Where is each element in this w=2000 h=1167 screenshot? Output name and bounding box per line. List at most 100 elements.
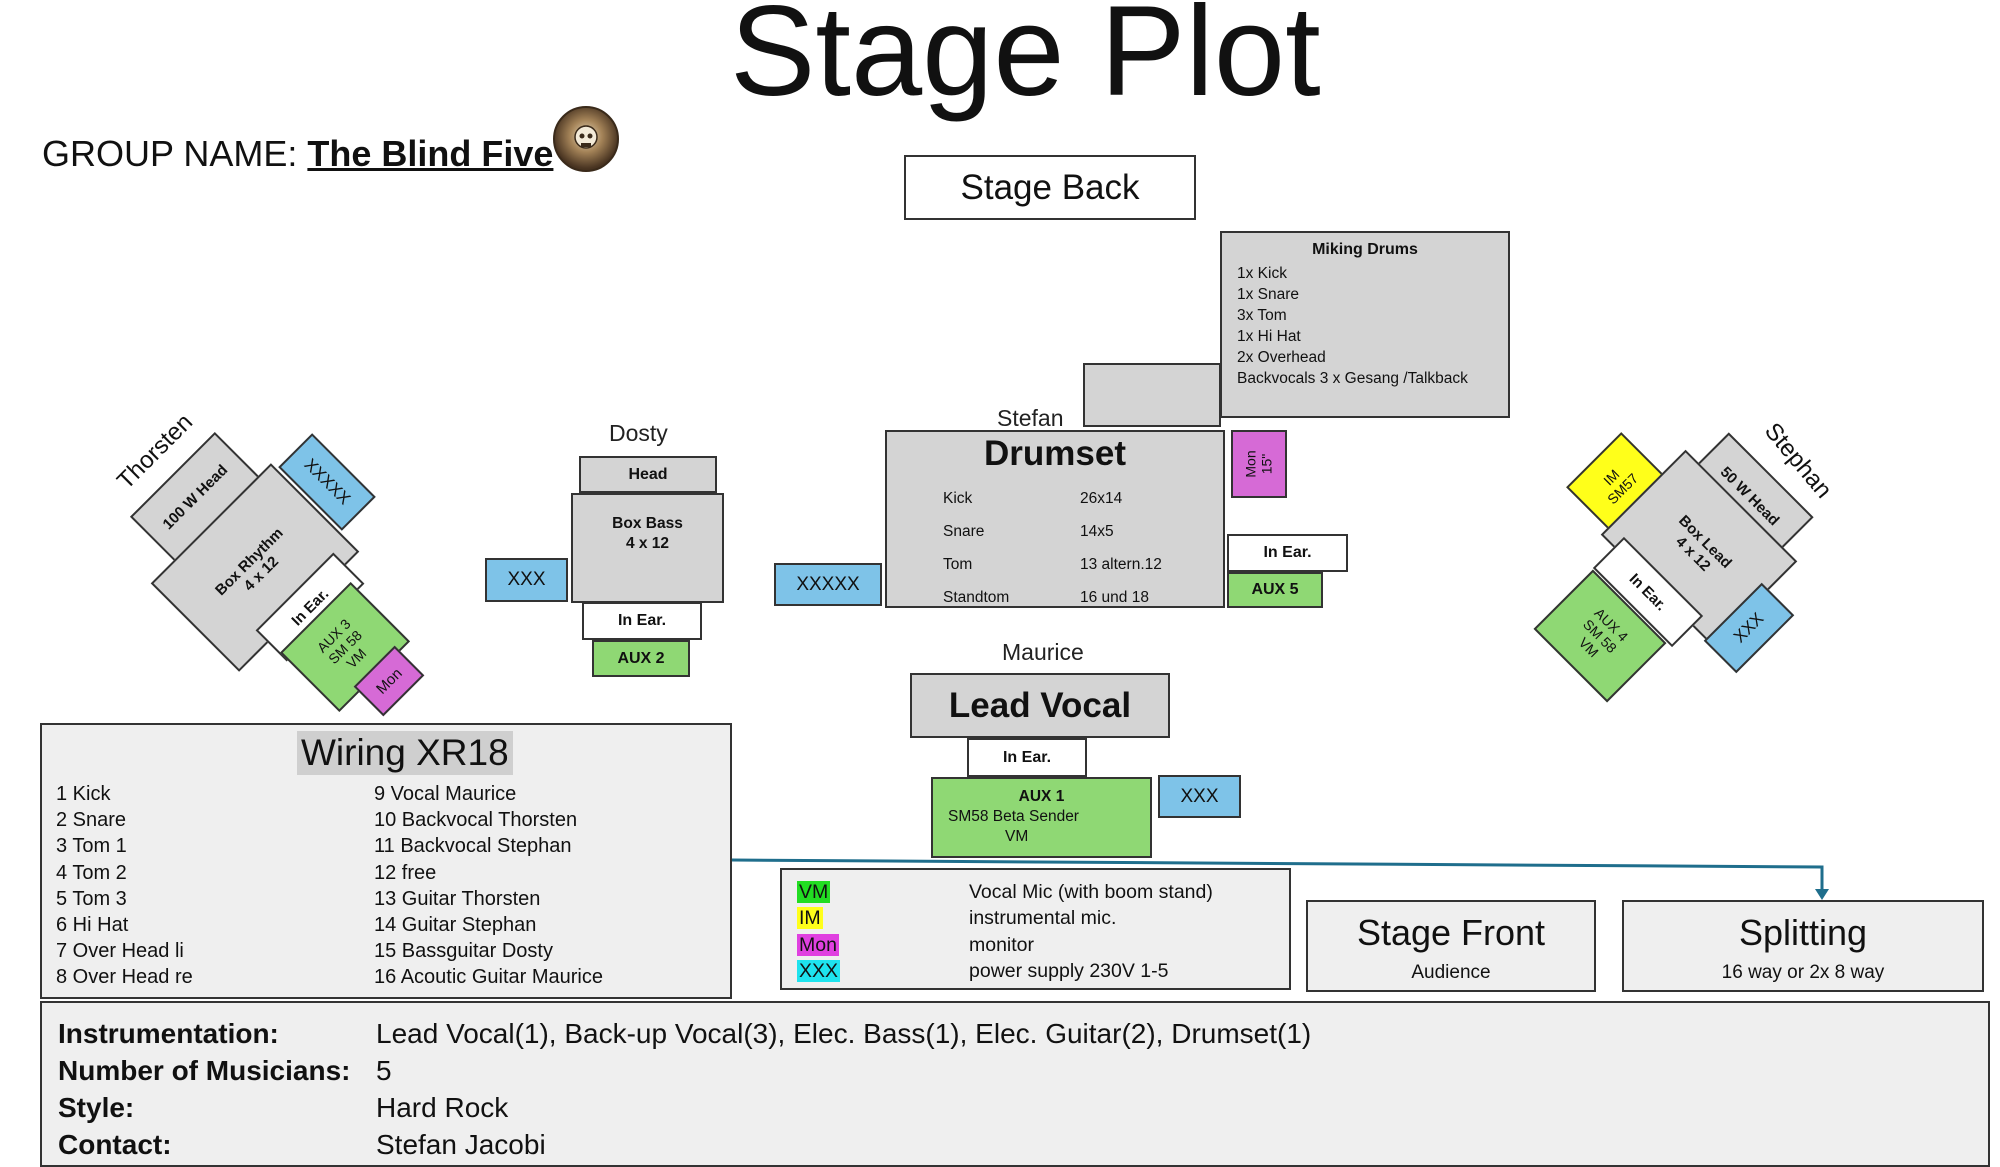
info-rows: Instrumentation: Lead Vocal(1), Back-up V… <box>42 1015 1988 1163</box>
info-label: Contact: <box>58 1129 172 1160</box>
drumset-row-name: Snare <box>943 523 985 540</box>
splitting-sub: 16 way or 2x 8 way <box>1721 962 1885 983</box>
band-logo <box>553 106 619 172</box>
drumset-row: Tom 13 altern.12 <box>943 548 1223 581</box>
miking-drums-item: 3x Tom <box>1237 307 1287 324</box>
drumset-row: Snare 14x5 <box>943 515 1223 548</box>
drumset-row-size: 14x5 <box>1080 523 1114 540</box>
info-value: Lead Vocal(1), Back-up Vocal(3), Elec. B… <box>376 1018 1312 1049</box>
musician-stefan: Stefan <box>997 405 1064 431</box>
drumset-row-name: Tom <box>943 556 973 573</box>
miking-drums-title: Miking Drums <box>1312 241 1418 258</box>
info-row: Style: Hard Rock <box>42 1089 1988 1126</box>
miking-drums-item: Backvocals 3 x Gesang /Talkback <box>1237 370 1468 387</box>
wiring-channel: 5 Tom 3 <box>56 887 127 910</box>
maurice-aux1-vm: VM <box>1005 828 1029 845</box>
drumset-row-size: 16 und 18 <box>1080 589 1149 606</box>
drums-aux5: AUX 5 <box>1227 572 1323 608</box>
stage-back-label: Stage Back <box>960 167 1140 207</box>
dosty-box-bass: Box Bass 4 x 12 <box>571 493 724 603</box>
dosty-aux2: AUX 2 <box>592 640 690 677</box>
legend-swatch: Mon <box>797 933 839 956</box>
info-value: 5 <box>376 1055 392 1086</box>
wiring-channel: 13 Guitar Thorsten <box>374 887 541 910</box>
miking-drums-item: 2x Overhead <box>1237 349 1326 366</box>
wiring-channel: 12 free <box>374 861 437 884</box>
wiring-channel: 2 Snare <box>56 809 127 832</box>
wiring-channel: 14 Guitar Stephan <box>374 914 537 937</box>
info-row: Instrumentation: Lead Vocal(1), Back-up V… <box>42 1015 1988 1052</box>
maurice-aux1: AUX 1 SM58 Beta Sender VM <box>931 777 1152 858</box>
miking-drums-item: 1x Kick <box>1237 265 1287 282</box>
dosty-inear: In Ear. <box>582 602 702 640</box>
legend-desc: power supply 230V 1-5 <box>969 960 1169 983</box>
page-title: Stage Plot <box>730 0 1321 123</box>
info-label: Style: <box>58 1092 135 1123</box>
info-panel: Instrumentation: Lead Vocal(1), Back-up V… <box>40 1001 1990 1167</box>
stage-front-sub: Audience <box>1411 962 1491 983</box>
legend-swatch: VM <box>797 880 831 903</box>
legend-desc: monitor <box>969 933 1035 956</box>
drums-mon: Mon 15" <box>1231 430 1287 498</box>
miking-drums-list: 1x Kick 1x Snare 3x Tom 1x Hi Hat 2x Overhea… <box>1237 263 1508 389</box>
drums-inear: In Ear. <box>1227 534 1348 572</box>
drumset-row-size: 13 altern.12 <box>1080 556 1162 573</box>
drums-power: XXXXX <box>774 563 882 606</box>
legend-row: VM Vocal Mic (with boom stand) <box>782 879 1289 906</box>
drumset-row-size: 26x14 <box>1080 490 1123 507</box>
group-name-label: GROUP NAME: <box>42 133 298 174</box>
drumset-row-name: Kick <box>943 490 973 507</box>
legend-row: Mon monitor <box>782 932 1289 959</box>
wiring-title: Wiring XR18 <box>297 731 513 775</box>
info-value: Stefan Jacobi <box>376 1129 546 1160</box>
maurice-inear: In Ear. <box>967 738 1087 777</box>
miking-drums-box: Miking Drums 1x Kick 1x Snare 3x Tom 1x Hi … <box>1220 231 1510 418</box>
wiring-channel: 6 Hi Hat <box>56 914 129 937</box>
info-row: Number of Musicians: 5 <box>42 1052 1988 1089</box>
miking-drums-item: 1x Snare <box>1237 286 1300 303</box>
legend-key: VM <box>797 880 969 904</box>
wiring-channel: 8 Over Head re <box>56 966 193 989</box>
wiring-channel: 9 Vocal Maurice <box>374 783 517 805</box>
stage-front-title: Stage Front <box>1356 912 1546 953</box>
legend-key: XXX <box>797 960 969 983</box>
maurice-aux1-title: AUX 1 <box>1018 788 1065 805</box>
legend-key: IM <box>797 907 969 930</box>
legend-swatch: IM <box>797 907 823 930</box>
wiring-channel: 16 Acoutic Guitar Maurice <box>374 966 603 989</box>
drumset-row: Kick 26x14 <box>943 482 1223 515</box>
wiring-channel: 15 Bassguitar Dosty <box>374 940 553 963</box>
splitting-box: Splitting 16 way or 2x 8 way <box>1622 900 1984 992</box>
info-label: Instrumentation: <box>58 1018 279 1049</box>
legend-desc: Vocal Mic (with boom stand) <box>969 880 1213 903</box>
stage-back-box: Stage Back <box>904 155 1196 220</box>
wiring-channel: 4 Tom 2 <box>56 861 127 884</box>
group-name-value: The Blind Five <box>307 133 554 174</box>
info-value: Hard Rock <box>376 1092 509 1123</box>
legend-swatch: XXX <box>797 960 841 983</box>
stage-front-box: Stage Front Audience <box>1306 900 1596 992</box>
info-label: Number of Musicians: <box>58 1055 351 1086</box>
drumset-row-name: Standtom <box>943 589 1010 606</box>
drumset-row: Standtom 16 und 18 <box>943 581 1223 614</box>
wiring-channel: 1 Kick <box>56 783 111 805</box>
miking-drums-item: 1x Hi Hat <box>1237 328 1301 345</box>
legend-row: XXX power supply 230V 1-5 <box>782 959 1289 986</box>
drumset-title: Drumset <box>984 434 1126 473</box>
dosty-head: Head <box>579 456 717 493</box>
maurice-power: XXX <box>1158 775 1241 818</box>
wiring-channel: 7 Over Head li <box>56 940 184 963</box>
maurice-aux1-sub: SM58 Beta Sender <box>948 808 1079 825</box>
info-row: Contact: Stefan Jacobi <box>42 1126 1988 1163</box>
legend-key: Mon <box>797 933 969 957</box>
lead-vocal-box: Lead Vocal <box>910 673 1170 738</box>
